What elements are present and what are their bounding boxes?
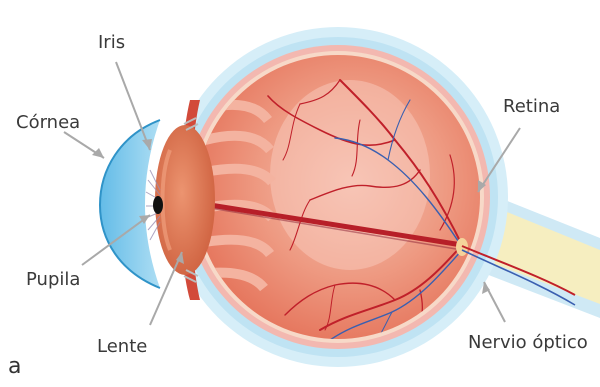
lens-label: Lente bbox=[97, 338, 147, 356]
optic-nerve-label: Nervio óptico bbox=[468, 334, 588, 352]
cornea bbox=[100, 120, 160, 288]
retina-label: Retina bbox=[503, 98, 560, 116]
iris-label: Iris bbox=[98, 34, 125, 52]
panel-letter: a bbox=[8, 356, 21, 378]
pupil-label: Pupila bbox=[26, 271, 80, 289]
lens-leader bbox=[150, 252, 182, 325]
pupil bbox=[153, 196, 163, 214]
cornea-label: Córnea bbox=[16, 114, 80, 132]
